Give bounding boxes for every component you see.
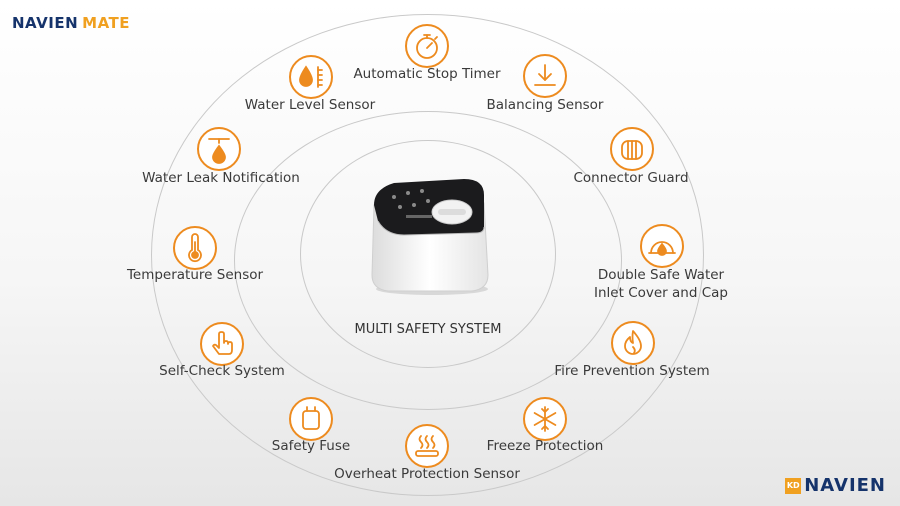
fuse-icon [289,397,333,441]
connector-guard-icon [610,127,654,171]
inlet-cover-icon [640,224,684,268]
feature-label-automatic-stop-timer: Automatic Stop Timer [353,66,501,82]
product-image [371,179,489,295]
feature-label-self-check-system: Self-Check System [159,363,285,379]
multi-safety-title: MULTI SAFETY SYSTEM [354,322,502,337]
feature-label-connector-guard: Connector Guard [573,170,689,186]
brand-name-bottom: NAVIEN [804,475,886,496]
stopwatch-icon [405,24,449,68]
water-level-icon [289,55,333,99]
thermometer-icon [173,226,217,270]
brand-name-secondary: MATE [82,14,130,32]
feature-label-water-level-sensor: Water Level Sensor [244,97,376,113]
heat-plate-icon [405,424,449,468]
middle-ring [234,111,622,410]
feature-label-temperature-sensor: Temperature Sensor [126,267,264,283]
hand-touch-icon [200,322,244,366]
flame-icon [611,321,655,365]
feature-label-inlet-cover-line1: Double Safe Water [597,267,725,283]
outer-ring [151,14,704,496]
feature-label-safety-fuse: Safety Fuse [271,438,351,454]
brand-kd-mark: KD [785,477,802,494]
inner-ring [300,140,556,368]
feature-label-water-leak-notification: Water Leak Notification [142,170,300,186]
feature-label-balancing-sensor: Balancing Sensor [486,97,604,113]
feature-label-overheat-protection-sensor: Overheat Protection Sensor [334,466,520,482]
feature-label-fire-prevention-system: Fire Prevention System [554,363,710,379]
feature-label-freeze-protection: Freeze Protection [486,438,604,454]
snowflake-icon [523,397,567,441]
balance-arrow-icon [523,54,567,98]
water-leak-icon [197,127,241,171]
brand-logo-bottom: KD NAVIEN [785,475,886,496]
brand-name-primary: NAVIEN [12,14,79,32]
feature-label-inlet-cover-line2: Inlet Cover and Cap [594,285,728,301]
